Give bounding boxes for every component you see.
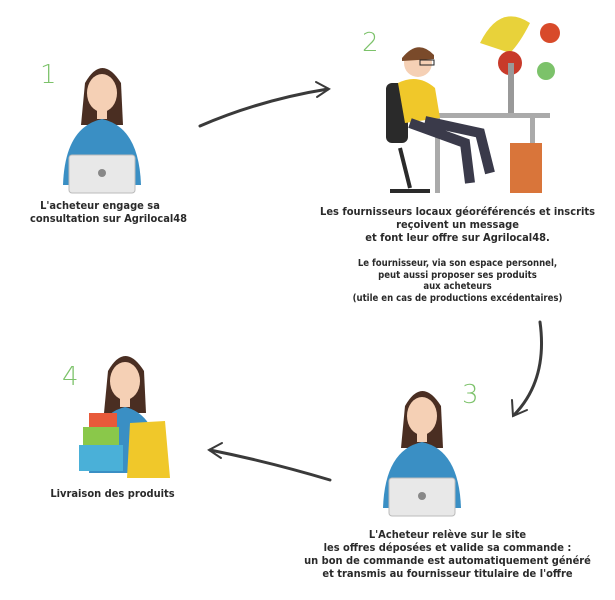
- arrow-3-to-4: [207, 442, 332, 482]
- arrow-2-to-3: [511, 320, 544, 418]
- step-4-caption: Livraison des produits: [40, 487, 185, 500]
- note-line: aux acheteurs: [423, 281, 492, 292]
- note-line: peut aussi proposer ses produits: [378, 269, 537, 281]
- supplier-at-desk-illustration: [386, 16, 560, 193]
- caption-line: et font leur offre sur Agrilocal48.: [365, 231, 550, 244]
- step-2-note: Le fournisseur, via son espace personnel…: [305, 258, 610, 304]
- note-line: Le fournisseur, via son espace personnel…: [357, 258, 558, 269]
- step-3-number: 3: [462, 380, 479, 410]
- caption-line: les offres déposées et valide sa command…: [323, 541, 572, 554]
- caption-line: un bon de commande est automatiquement g…: [304, 554, 591, 567]
- caption-line: L'acheteur engage sa: [40, 199, 160, 212]
- arrow-1-to-2: [198, 81, 331, 128]
- step-1-caption: L'acheteur engage sa consultation sur Ag…: [30, 199, 188, 225]
- step-4-number: 4: [62, 362, 79, 392]
- apple-logo-icon: [98, 169, 106, 177]
- buyer-validating-order-illustration: [383, 391, 461, 517]
- note-line: (utile en cas de productions excédentair…: [352, 292, 563, 304]
- caption-line: consultation sur Agrilocal48: [30, 212, 188, 225]
- caption-line: Les fournisseurs locaux géoréférencés et…: [320, 205, 595, 218]
- buyer-with-laptop-illustration: [63, 68, 141, 194]
- caption-line: et transmis au fournisseur titulaire de …: [322, 567, 573, 580]
- step-3-caption: L'Acheteur relève sur le site les offres…: [285, 528, 610, 580]
- caption-line: reçoivent un message: [396, 218, 519, 231]
- caption-line: Livraison des produits: [50, 487, 175, 500]
- step-1-number: 1: [40, 60, 57, 90]
- step-2-number: 2: [362, 28, 379, 58]
- apple-logo-icon: [418, 492, 426, 500]
- delivery-with-products-illustration: [79, 356, 170, 478]
- caption-line: L'Acheteur relève sur le site: [368, 528, 527, 541]
- step-2-caption: Les fournisseurs locaux géoréférencés et…: [305, 205, 610, 244]
